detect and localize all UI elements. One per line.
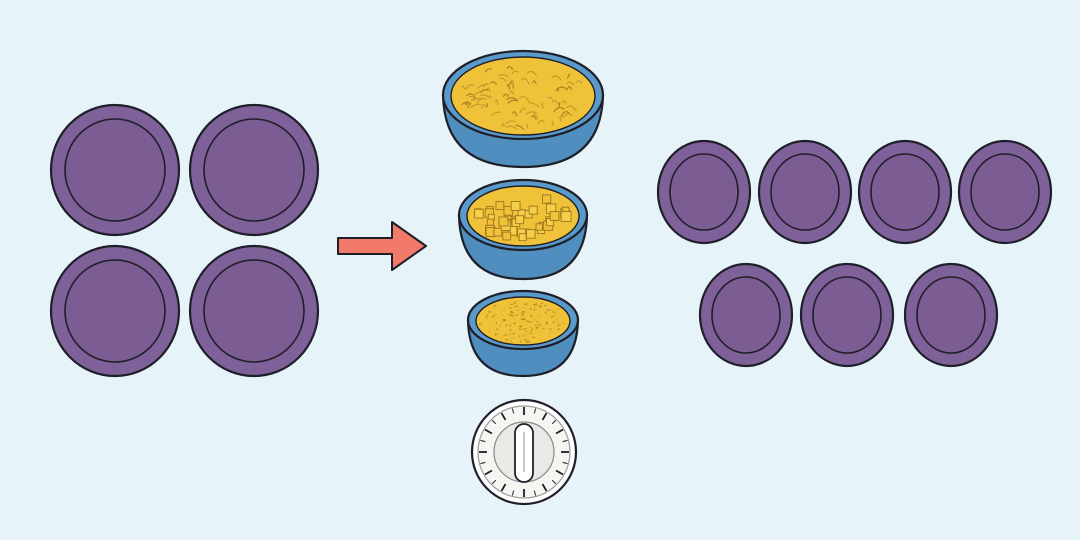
bowl-stack <box>441 49 605 378</box>
small-plate-icon <box>757 139 853 245</box>
small-plate-icon <box>698 262 794 368</box>
large-plate-icon <box>188 103 320 237</box>
right-plate-group <box>656 139 1053 368</box>
rice-bowl-contents <box>478 300 566 344</box>
small-plate-icon <box>656 139 752 245</box>
left-plate-group <box>49 103 320 378</box>
small-plate-icon <box>857 139 953 245</box>
noodles-bowl-icon <box>441 49 605 169</box>
noodles-bowl-contents <box>461 65 583 130</box>
small-plate-icon <box>957 139 1053 245</box>
rice-bowl-icon <box>466 289 580 378</box>
large-plate-icon <box>49 103 181 237</box>
diced-food-bowl-contents <box>474 194 572 242</box>
large-plate-icon <box>49 244 181 378</box>
right-arrow-icon <box>337 221 427 271</box>
large-plate-icon <box>188 244 320 378</box>
kitchen-timer-icon <box>470 398 578 506</box>
diced-food-bowl-icon <box>457 178 589 281</box>
small-plate-icon <box>903 262 999 368</box>
small-plate-icon <box>799 262 895 368</box>
